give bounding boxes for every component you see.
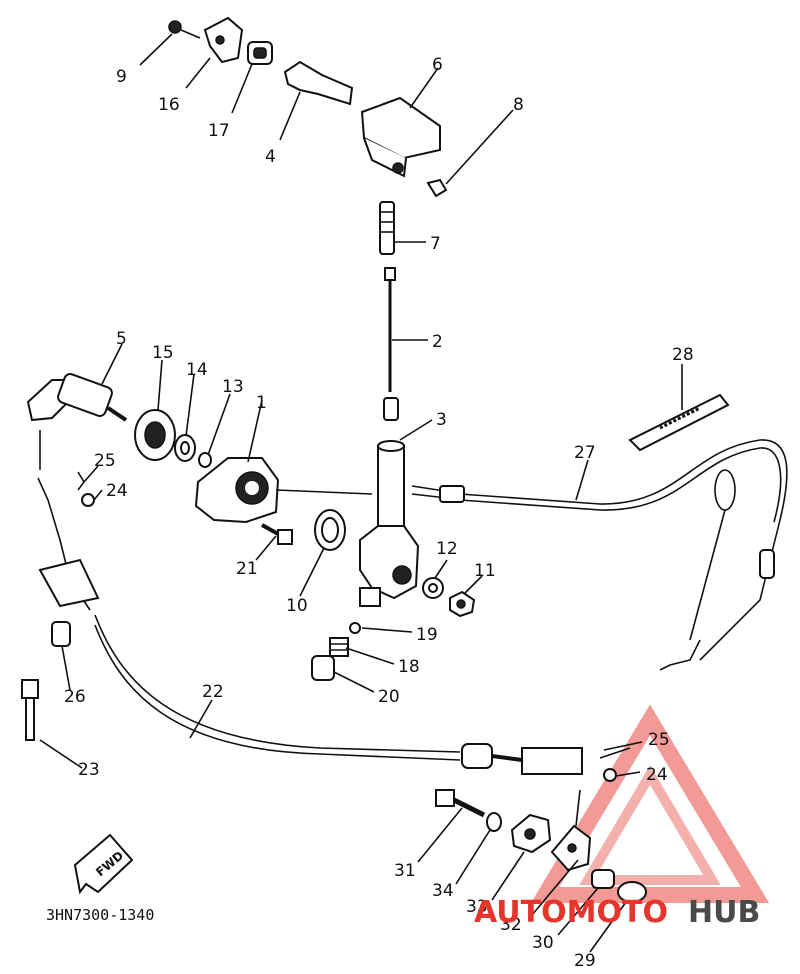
part-7-rod (379, 201, 395, 255)
part-30-bushing (591, 869, 615, 889)
callout-21: 21 (236, 559, 258, 579)
watermark-part2: HUB (688, 895, 760, 930)
callout-31: 31 (394, 861, 416, 881)
part-15-bearing (134, 409, 176, 461)
callout-32: 32 (500, 915, 522, 935)
part-14-washer (174, 434, 196, 462)
callout-17: 17 (208, 121, 230, 141)
callout-6: 6 (432, 55, 443, 75)
part-10-seal (314, 509, 346, 551)
part-8-bolt (426, 178, 448, 198)
part-19-ball (349, 622, 361, 634)
part-26-fitting (51, 621, 71, 647)
part-5-shift-arm (26, 373, 128, 422)
watermark-part1: AUTOMOTO (474, 895, 668, 930)
callout-11: 11 (474, 561, 496, 581)
part-3-housing (359, 440, 420, 607)
callout-8: 8 (513, 95, 524, 115)
part-34-washer (486, 812, 502, 832)
part-13-ring (198, 452, 212, 468)
callout-26: 26 (64, 687, 86, 707)
callout-1: 1 (256, 393, 267, 413)
part-11-nut (449, 590, 476, 618)
part-21-bolt (261, 523, 293, 545)
callout-15: 15 (152, 343, 174, 363)
callout-labels: 9 16 17 4 6 8 7 2 3 5 15 14 13 1 21 10 1… (64, 55, 694, 971)
callout-27: 27 (574, 443, 596, 463)
callout-29: 29 (574, 951, 596, 971)
part-25-pin-right (599, 747, 631, 759)
part-20-cap (311, 655, 335, 681)
callout-13: 13 (222, 377, 244, 397)
part-23-pin (21, 679, 39, 741)
watermark-logo-icon (530, 704, 770, 903)
callout-19: 19 (416, 625, 438, 645)
callout-30: 30 (532, 933, 554, 953)
part-4-lever (283, 60, 354, 106)
callout-33: 33 (466, 897, 488, 917)
callout-14: 14 (186, 360, 208, 380)
part-32-plate (550, 824, 592, 872)
part-2-shaft (383, 267, 399, 421)
callout-12: 12 (436, 539, 458, 559)
callout-5: 5 (116, 329, 127, 349)
callout-22: 22 (202, 682, 224, 702)
callout-24-left: 24 (106, 481, 128, 501)
part-12-washer (422, 577, 444, 599)
callout-16: 16 (158, 95, 180, 115)
callout-18: 18 (398, 657, 420, 677)
callout-25-right: 25 (648, 730, 670, 750)
part-33-collar (510, 813, 552, 854)
callout-4: 4 (265, 147, 276, 167)
callout-24-right: 24 (646, 765, 668, 785)
callout-34: 34 (432, 881, 454, 901)
callout-23: 23 (78, 760, 100, 780)
part-18-spring (329, 637, 349, 657)
callout-10: 10 (286, 596, 308, 616)
part-25-pin-left (77, 471, 85, 491)
callout-25-left: 25 (94, 451, 116, 471)
part-28-strap (628, 393, 730, 452)
part-1-gear-assembly (194, 457, 280, 524)
part-24-washer-left (81, 493, 95, 507)
callout-28: 28 (672, 345, 694, 365)
callout-20: 20 (378, 687, 400, 707)
watermark-text: AUTOMOTO HUB (474, 895, 760, 930)
callout-3: 3 (436, 410, 447, 430)
callout-9: 9 (116, 67, 127, 87)
part-29-clip (617, 881, 647, 903)
part-17-grommet (247, 41, 273, 65)
diagram-code: 3HN7300-1340 (46, 906, 154, 924)
part-6-handle (360, 96, 441, 178)
callout-2: 2 (432, 332, 443, 352)
part-22-cable (37, 477, 583, 775)
part-16-bracket (203, 16, 244, 64)
part-24-washer-right (603, 768, 617, 782)
part-31-bolt (435, 789, 486, 818)
callout-7: 7 (430, 234, 441, 254)
part-9-screw (168, 20, 201, 39)
part-27-cable (411, 439, 788, 671)
leader-lines (39, 33, 683, 953)
fwd-arrow-icon (73, 833, 134, 895)
